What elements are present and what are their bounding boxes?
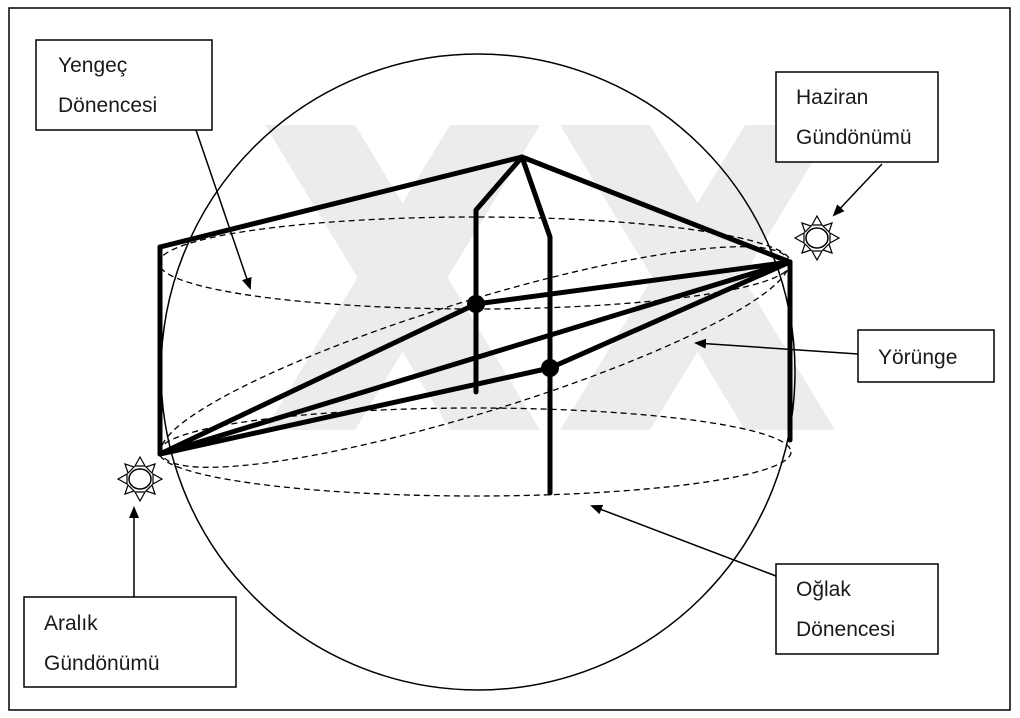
arrow-yorunge [694, 338, 859, 355]
arrow-oglak [590, 504, 777, 577]
diagonal-back [157, 301, 479, 457]
tropic-capricorn-ellipse [158, 407, 792, 497]
label-yengec: Yengeç Dönencesi [35, 39, 213, 131]
label-haziran-line1: Haziran [796, 86, 868, 109]
label-aralik-line1: Aralık [44, 612, 98, 635]
label-yengec-line1: Yengeç [58, 54, 127, 77]
outer-frame [8, 7, 1011, 711]
diagonal-upper [157, 259, 793, 457]
label-oglak: Oğlak Dönencesi [775, 563, 939, 655]
sun-icon [116, 455, 164, 503]
sun-icon [793, 214, 841, 262]
label-yengec-line2: Dönencesi [58, 94, 157, 117]
label-yorunge: Yörünge [857, 329, 995, 383]
label-yorunge-line1: Yörünge [878, 346, 957, 369]
diagonal-lower [157, 365, 553, 457]
label-haziran: Haziran Gündönümü [775, 71, 939, 163]
diagonal-mid [547, 259, 793, 371]
earth-dot-upper [467, 295, 485, 313]
solstice-frame [157, 154, 793, 496]
inner-pole-left [473, 154, 525, 395]
arrow-haziran [832, 163, 883, 217]
top-left-edge [157, 154, 525, 250]
label-oglak-line1: Oğlak [796, 578, 851, 601]
label-haziran-line2: Gündönümü [796, 126, 912, 149]
diagonal-right [473, 259, 793, 307]
label-aralik-line2: Gündönümü [44, 652, 160, 675]
inner-pole-right [519, 154, 553, 496]
arrow-yengec [195, 129, 252, 290]
label-oglak-line2: Dönencesi [796, 618, 895, 641]
top-right-edge [519, 154, 793, 265]
label-aralik: Aralık Gündönümü [23, 596, 237, 688]
earth-dot-lower [541, 359, 559, 377]
